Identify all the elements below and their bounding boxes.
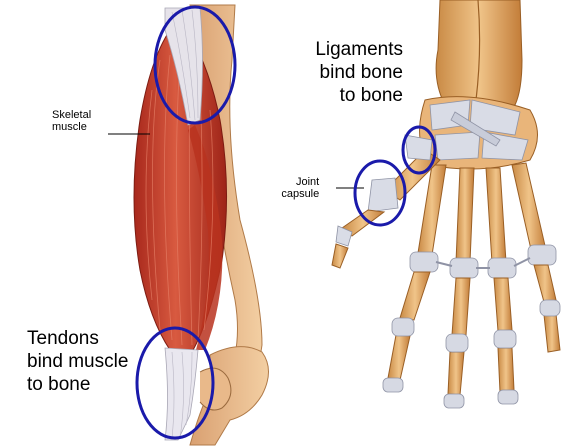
metacarpals [418, 163, 546, 263]
joint-capsule-label-line2: capsule [276, 188, 319, 200]
tendons-label-line2: bind muscle [27, 350, 128, 373]
skeletal-muscle-label-line1: Skeletal [52, 109, 91, 121]
skeletal-muscle-label: Skeletal muscle [52, 109, 91, 133]
tendons-label-line1: Tendons [27, 327, 128, 350]
tendons-label-line3: to bone [27, 373, 128, 396]
ligaments-label-line2: bind bone [315, 61, 403, 84]
ligaments-label-line1: Ligaments [315, 38, 403, 61]
joint-capsule-label: Joint capsule [276, 176, 319, 200]
joint-capsule-label-line1: Joint [276, 176, 319, 188]
ligaments-label: Ligaments bind bone to bone [315, 38, 403, 107]
tendons-label: Tendons bind muscle to bone [27, 327, 128, 396]
ligaments-label-line3: to bone [315, 84, 403, 107]
skeletal-muscle-label-line2: muscle [52, 121, 91, 133]
